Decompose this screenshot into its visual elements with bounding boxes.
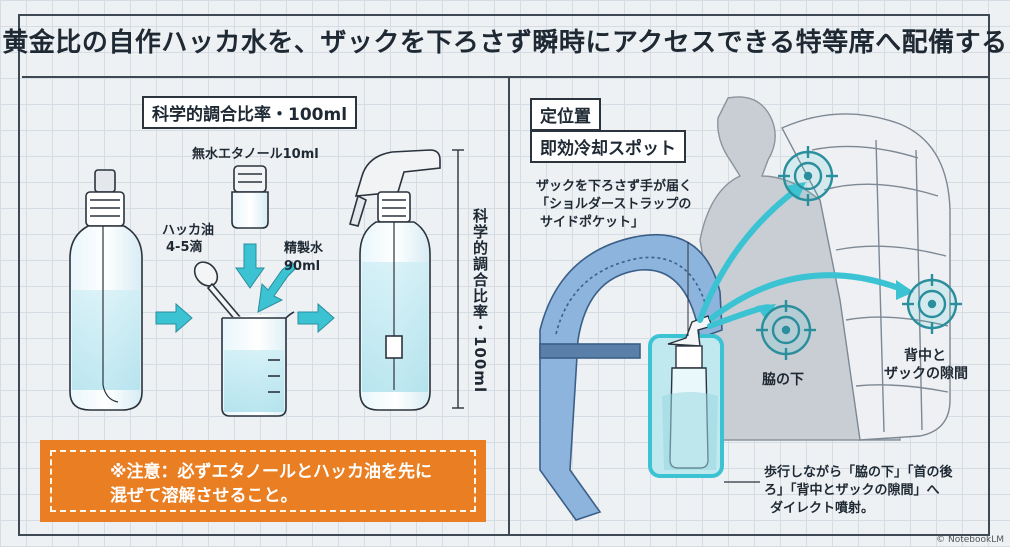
beaker-icon: [221, 311, 295, 417]
side-pocket-bottle: [648, 242, 724, 478]
position-heading: 定位置: [530, 98, 601, 131]
warning-text: ※注意：必ずエタノールとハッカ油を先に 混ぜて溶解させること。: [110, 460, 432, 508]
arrow-right-icon: [297, 302, 335, 334]
recipe-heading: 科学的調合比率・100ml: [142, 96, 358, 129]
target-armpit-label: 脇の下: [762, 372, 804, 388]
process-arrows: [155, 243, 335, 334]
outer-frame: [18, 14, 990, 536]
footer-note-line-1: 歩行しながら「脇の下」「首の後: [764, 465, 953, 480]
filled-spray-bottle-icon: [349, 149, 441, 411]
pocket-note-line-1: ザックを下ろさず手が届く: [536, 179, 693, 194]
cooling-spot-heading: 即効冷却スポット: [530, 130, 686, 163]
page-title: 黄金比の自作ハッカ水を、ザックを下ろさず瞬時にアクセスできる特等席へ配備する: [2, 28, 1008, 58]
vertical-volume-label: 科学的調合比率・100ml: [471, 208, 489, 394]
shoulder-strap: [539, 233, 723, 521]
credit-text: © NotebookLM: [936, 535, 1004, 545]
water-amount: 90ml: [284, 259, 321, 274]
water-label: 精製水: [284, 241, 324, 256]
target-icon: [902, 274, 962, 334]
title-divider: [22, 76, 988, 78]
section-divider: [508, 78, 510, 534]
pocket-note-line-3: サイドポケット」: [540, 215, 645, 230]
empty-bottle-icon: [69, 169, 143, 411]
warning-border: [50, 450, 476, 512]
arrow-right-icon: [155, 302, 193, 334]
ethanol-vial-icon: [231, 165, 269, 229]
ethanol-label: 無水エタノール10ml: [192, 147, 319, 162]
mint-oil-label: ハッカ油: [162, 223, 215, 238]
mint-oil-amount: 4-5滴: [166, 240, 203, 255]
warning-line-1: ※注意：必ずエタノールとハッカ油を先に: [110, 462, 433, 482]
target-icon: [756, 300, 816, 360]
arrow-down-icon: [235, 243, 265, 289]
warning-line-2: 混ぜて溶解させること。: [110, 486, 298, 506]
height-dimension-line: [452, 149, 464, 409]
target-icon: [778, 146, 838, 206]
warning-banner: ※注意：必ずエタノールとハッカ油を先に 混ぜて溶解させること。: [40, 440, 486, 522]
pocket-note-line-2: 「ショルダーストラップの: [536, 197, 692, 212]
arrow-diagonal-icon: [257, 261, 297, 313]
footer-note-line-2: ろ」「背中とザックの隙間」へ: [764, 483, 940, 498]
footer-note-line-3: ダイレクト噴射。: [770, 501, 875, 516]
target-back-label: 背中と: [904, 348, 946, 364]
target-back-label-2: ザックの隙間: [884, 366, 968, 382]
